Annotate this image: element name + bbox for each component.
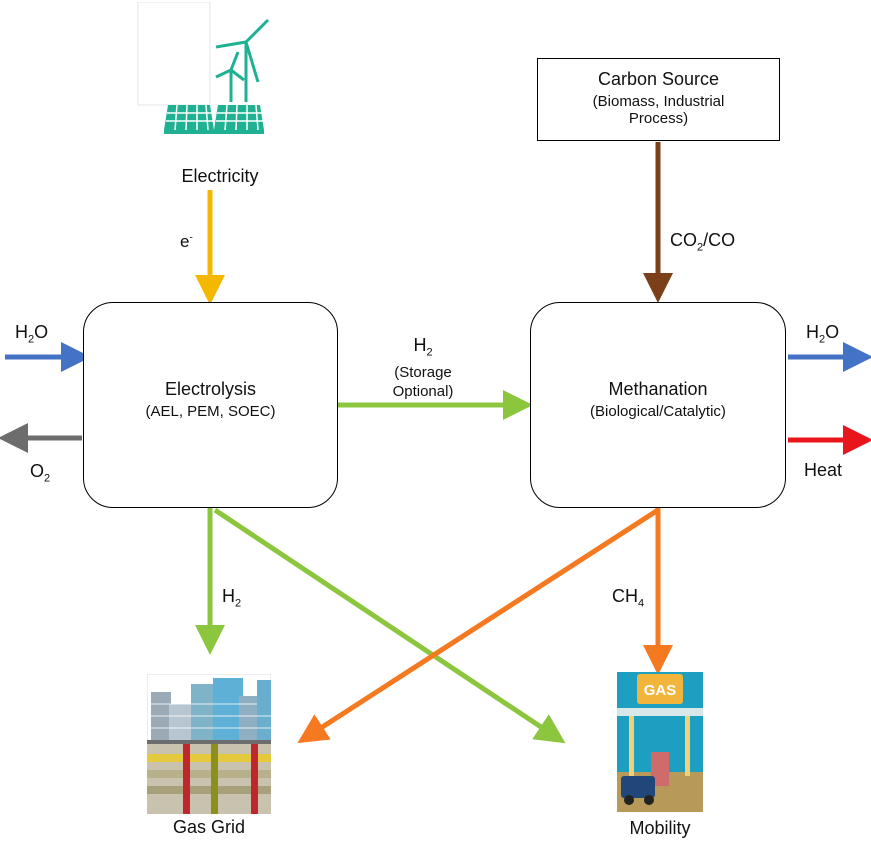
- h2-storage-label: H2 (Storage Optional): [368, 336, 478, 401]
- o2-out-label: O2: [30, 461, 51, 485]
- methanation-title: Methanation: [608, 379, 708, 399]
- h2-storage-line2: (Storage: [394, 363, 452, 381]
- methanation-subtitle: (Biological/Catalytic): [590, 403, 726, 420]
- carbon-source-box: Carbon Source (Biomass, Industrial Proce…: [537, 58, 780, 141]
- electron-label: e-: [180, 232, 193, 252]
- h2o-in-label: H2O: [15, 322, 49, 346]
- methanation-box: Methanation (Biological/Catalytic): [530, 302, 786, 508]
- electrolysis-subtitle: (AEL, PEM, SOEC): [145, 403, 276, 420]
- h2-down-label: H2: [222, 586, 242, 610]
- renewable-energy-icon: [137, 2, 270, 134]
- gas-grid-icon: [147, 674, 271, 814]
- h2o-out-label: H2O: [806, 322, 840, 346]
- electron-symbol: e: [180, 232, 190, 251]
- ch4-label: CH4: [612, 586, 645, 610]
- mobility-label: Mobility: [629, 818, 691, 838]
- electron-charge: -: [189, 232, 193, 244]
- electrolysis-title: Electrolysis: [164, 379, 257, 399]
- gas-sign-text: GAS: [644, 682, 677, 699]
- co2-label: CO2/CO: [670, 230, 736, 254]
- carbon-source-subtitle-2: Process): [628, 110, 689, 127]
- electricity-label: Electricity: [181, 166, 259, 186]
- electrolysis-box: Electrolysis (AEL, PEM, SOEC): [83, 302, 338, 508]
- gas-station-icon: GAS: [617, 672, 703, 812]
- carbon-source-subtitle-1: (Biomass, Industrial: [592, 93, 725, 110]
- h2-to-mobility-arrow: [213, 507, 566, 744]
- ch4-to-gasgrid-arrow: [297, 507, 660, 744]
- h2-storage-line3: Optional): [392, 382, 454, 400]
- heat-label: Heat: [804, 460, 843, 480]
- carbon-source-title: Carbon Source: [597, 69, 720, 89]
- gas-grid-label: Gas Grid: [172, 817, 246, 837]
